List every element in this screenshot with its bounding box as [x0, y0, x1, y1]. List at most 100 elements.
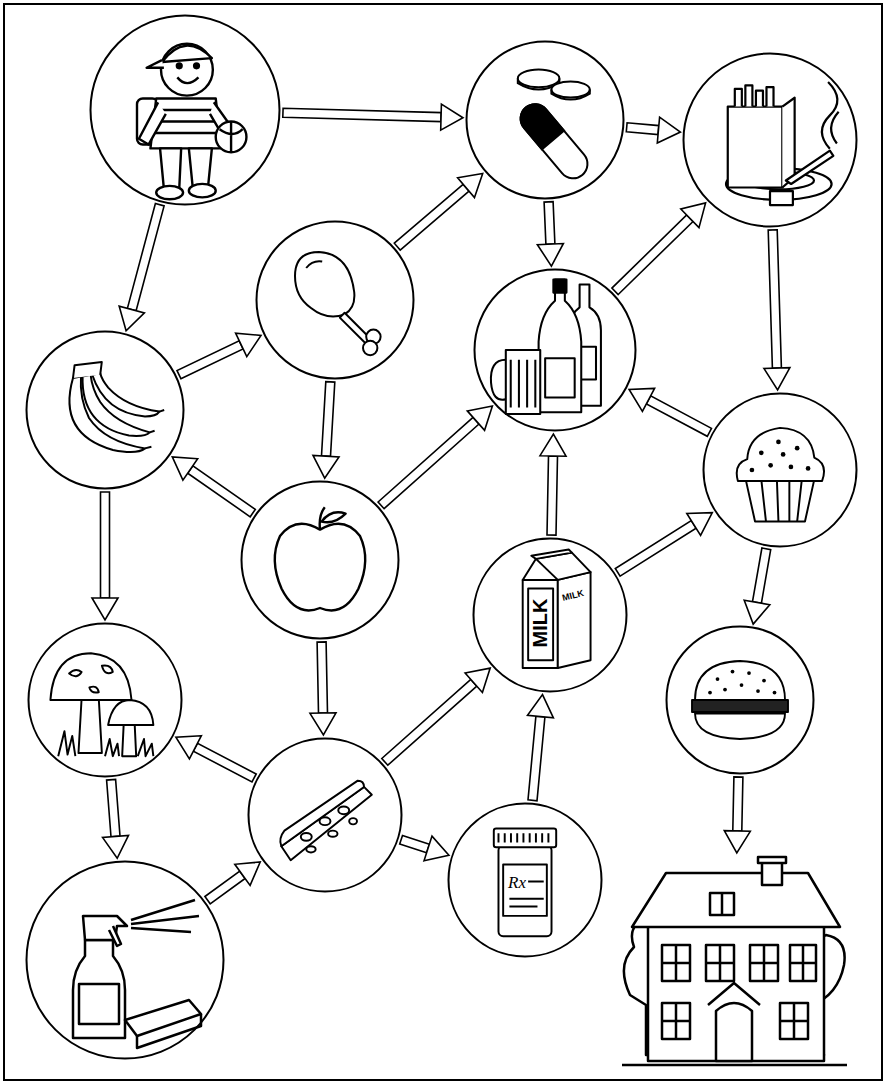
hollow-arrow — [283, 104, 463, 130]
alcohol-circle — [473, 268, 637, 432]
node-circle-shape — [449, 804, 602, 957]
illustration — [726, 82, 839, 205]
rx-label: Rx — [508, 874, 526, 891]
node-circle-shape — [475, 270, 636, 431]
illustration — [295, 252, 381, 355]
illustration — [622, 857, 847, 1065]
arrow-shaft — [193, 743, 256, 782]
mushroom-circle — [27, 622, 183, 778]
node-circle-shape — [704, 394, 857, 547]
arrow-shaft — [127, 204, 164, 311]
arrow-head — [313, 455, 339, 478]
arrow-head — [528, 695, 554, 718]
node-circle-shape — [27, 332, 184, 489]
arrow-head — [537, 244, 563, 267]
hollow-arrow — [744, 548, 771, 624]
arrow-head — [657, 117, 680, 143]
illustration — [523, 549, 591, 668]
arrow-shaft — [378, 417, 479, 508]
circle-outline — [25, 860, 225, 1060]
hollow-arrow — [92, 492, 118, 620]
node-circle-shape — [684, 54, 857, 227]
arrow-head — [172, 457, 197, 480]
illustration — [692, 661, 788, 739]
illustration — [491, 279, 601, 413]
illustration — [275, 507, 365, 610]
illustration — [50, 653, 153, 756]
arrow-head — [103, 835, 129, 858]
arrow-head — [764, 368, 790, 390]
arrow-shaft — [528, 716, 545, 801]
circle-outline — [472, 537, 628, 693]
hollow-arrow — [626, 117, 680, 143]
node-circle-shape — [257, 222, 414, 379]
circle-outline — [682, 52, 858, 228]
hollow-arrow — [176, 736, 256, 782]
illustration — [737, 428, 824, 522]
cleaner-circle — [25, 860, 225, 1060]
node-circle-shape — [474, 539, 627, 692]
arrow-head — [465, 668, 490, 692]
arrow-head — [458, 173, 483, 197]
boy-circle — [89, 14, 281, 206]
arrow-head — [310, 713, 336, 735]
arrow-head — [119, 306, 144, 331]
arrow-shaft — [107, 779, 120, 836]
circle-outline — [465, 40, 625, 200]
hollow-arrow — [528, 695, 554, 801]
arrow-shaft — [188, 466, 256, 517]
pizza-circle — [247, 737, 403, 893]
node-circle-shape — [27, 862, 224, 1059]
hollow-arrow — [537, 202, 563, 266]
arrow-shaft — [646, 396, 711, 436]
node-circle-shape — [91, 16, 280, 205]
arrow-shaft — [626, 123, 659, 135]
hamburger-circle — [665, 625, 815, 775]
hollow-arrow — [310, 642, 336, 735]
hollow-arrow — [103, 779, 129, 858]
arrow-shaft — [547, 456, 558, 535]
arrow-shaft — [612, 215, 693, 295]
arrow-shaft — [615, 521, 696, 577]
node-circle-shape — [467, 42, 624, 199]
node-circle-shape — [249, 739, 402, 892]
arrow-head — [441, 104, 463, 130]
circle-outline — [27, 622, 183, 778]
hollow-arrow — [172, 457, 255, 517]
arrow-head — [176, 736, 202, 759]
cigarettes-circle — [682, 52, 858, 228]
arrow-shaft — [382, 679, 477, 765]
arrow-head — [687, 513, 713, 536]
hollow-arrow — [378, 406, 492, 509]
arrow-head — [424, 836, 449, 861]
illustration — [280, 781, 372, 861]
arrow-shaft — [101, 492, 110, 598]
circle-outline — [665, 625, 815, 775]
muffin-circle — [702, 392, 858, 548]
hollow-arrow — [615, 513, 712, 576]
arrow-shaft — [400, 835, 430, 852]
hollow-arrow — [119, 204, 164, 331]
banana-circle — [25, 330, 185, 490]
picture-frame — [612, 855, 857, 1075]
circle-outline — [89, 14, 281, 206]
arrow-shaft — [733, 777, 743, 831]
hollow-arrow — [629, 388, 711, 436]
milk-circle: MILKMILK — [472, 537, 628, 693]
arrow-shaft — [205, 871, 245, 904]
hollow-arrow — [540, 434, 566, 535]
arrow-shaft — [394, 184, 469, 250]
house — [612, 855, 857, 1075]
circle-outline — [255, 220, 415, 380]
arrow-head — [540, 434, 566, 456]
arrow-head — [236, 333, 261, 357]
arrow-shaft — [317, 642, 327, 713]
illustration — [69, 362, 164, 452]
hollow-arrow — [382, 668, 490, 765]
circle-outline — [25, 330, 185, 490]
chicken-circle — [255, 220, 415, 380]
circle-outline — [473, 268, 637, 432]
apple-circle — [240, 480, 400, 640]
node-circle-shape — [667, 627, 814, 774]
